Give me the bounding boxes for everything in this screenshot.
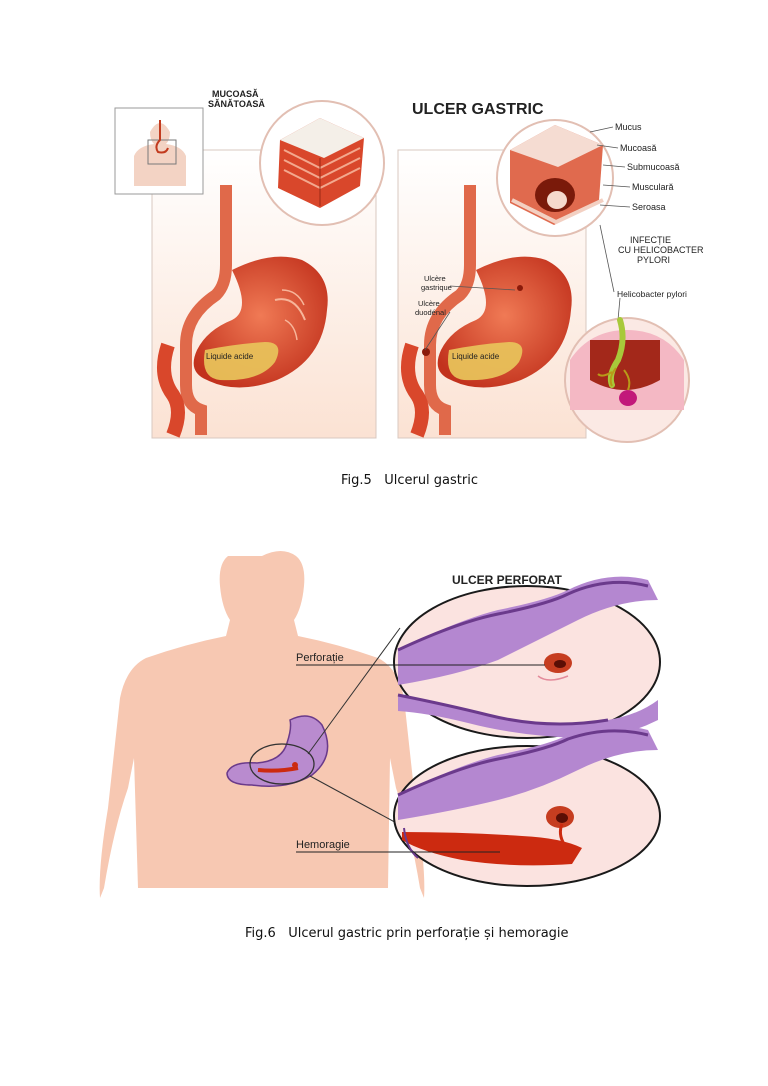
healthy-mucosa-label: MUCOASĂ [212, 89, 259, 99]
hemorrhage-zoom [393, 726, 661, 887]
layer-label-mucus: Mucus [615, 122, 642, 132]
torso-stomach [226, 715, 329, 787]
helicobacter-label: Helicobacter pylori [617, 289, 687, 299]
liquid-acid-label-right: Liquide acide [452, 352, 500, 361]
perforation-zoom [393, 576, 661, 739]
ulcer-duodenal-label-1: Ulcère [418, 299, 440, 308]
ulcer-gastrique-label-2: gastrique [421, 283, 452, 292]
helicobacter-zoom [564, 224, 690, 443]
torso-silhouette [99, 551, 425, 898]
hemorrhage-label: Hemoragie [296, 839, 350, 851]
infection-label-1: INFECȚIE [630, 235, 672, 245]
layer-label-musculara: Musculară [632, 182, 674, 192]
infection-label-2: CU HELICOBACTER [618, 245, 704, 255]
ulcer-layers-zoom [496, 119, 631, 237]
layer-label-seroasa: Seroasa [632, 202, 666, 212]
healthy-mucosa-zoom [259, 100, 385, 226]
layer-label-submucoasa: Submucoasă [627, 162, 680, 172]
ulcer-gastrique-label-1: Ulcère [424, 274, 446, 283]
figure6-caption: Fig.6 Ulcerul gastric prin perforație și… [245, 926, 569, 941]
ulcer-perforat-title: ULCER PERFORAT [452, 573, 562, 587]
figure5-caption: Fig.5 Ulcerul gastric [341, 473, 478, 488]
ulcer-gastric-title: ULCER GASTRIC [412, 101, 544, 118]
layer-label-mucoasa: Mucoasă [620, 143, 657, 153]
ulcer-duodenal-label-2: duodénal [415, 308, 446, 317]
infection-label-3: PYLORI [637, 255, 671, 265]
ulcer-stomach [401, 185, 572, 438]
perforation-label: Perforație [296, 652, 344, 664]
healthy-stomach [157, 185, 328, 438]
body-inset-icon [114, 107, 204, 195]
liquid-acid-label-left: Liquide acide [206, 352, 254, 361]
healthy-mucosa-label-2: SĂNĂTOASĂ [208, 99, 265, 109]
